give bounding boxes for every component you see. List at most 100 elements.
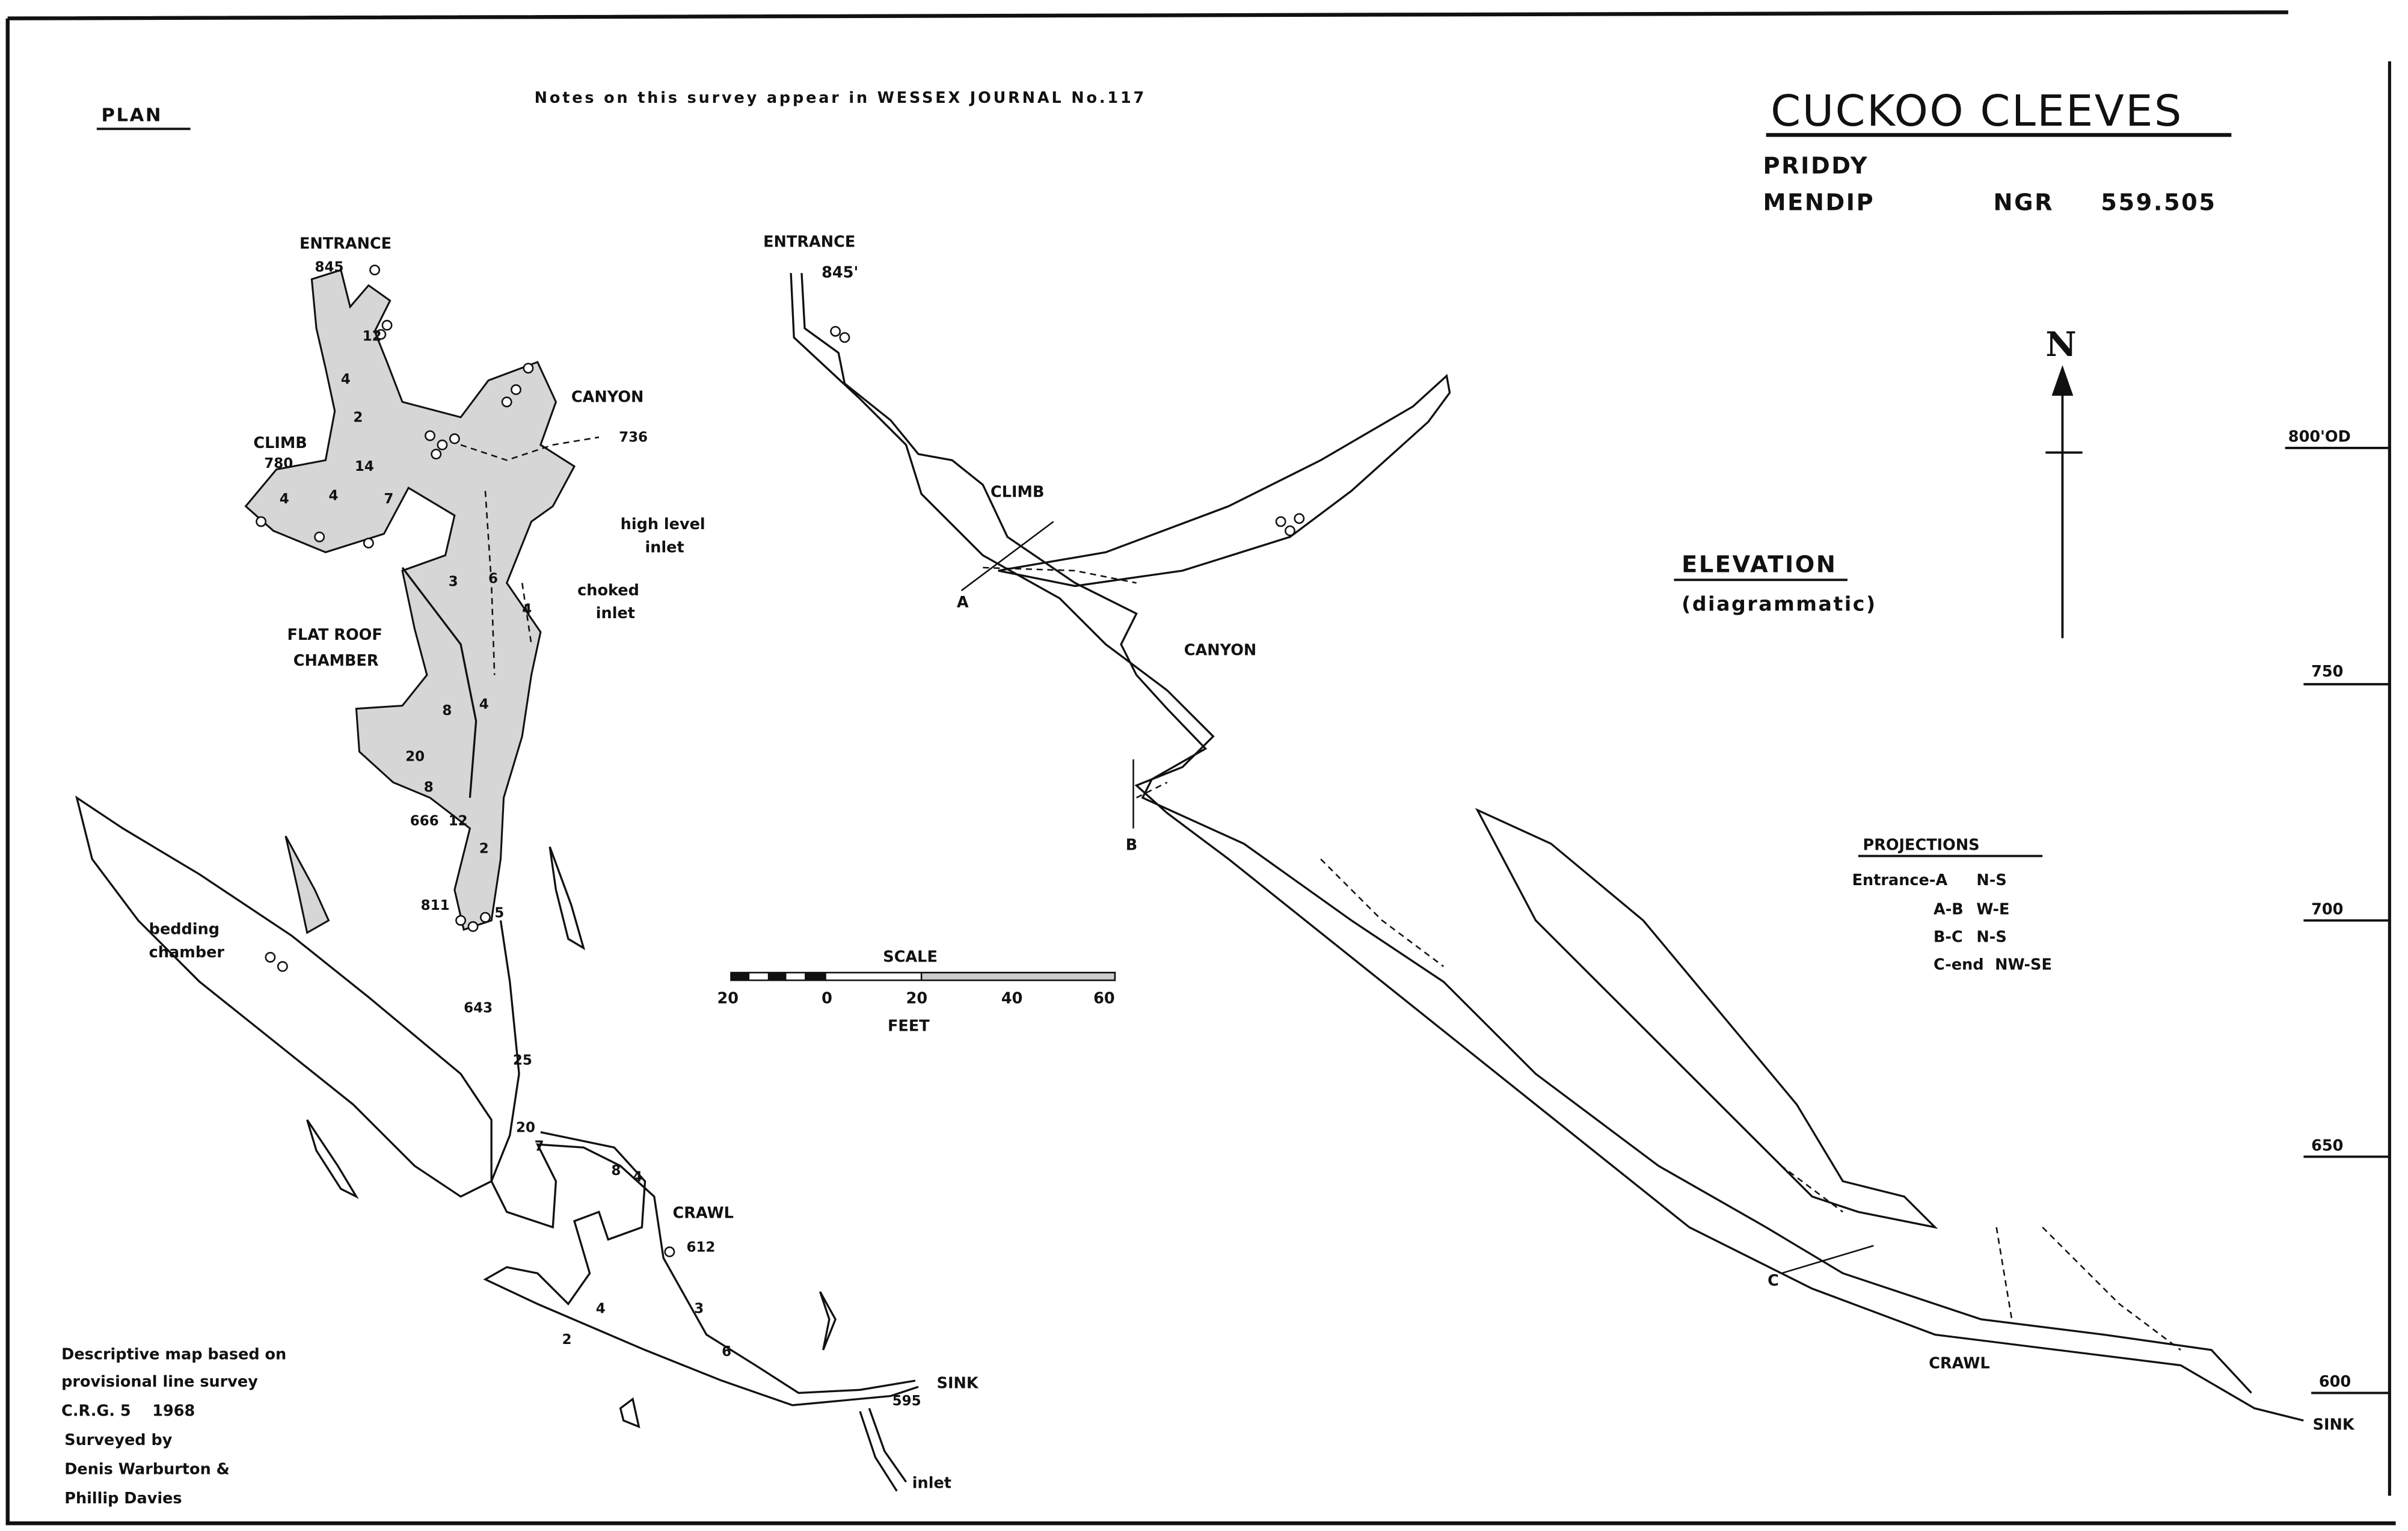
elevation-canyon-label: CANYON bbox=[1184, 641, 1257, 659]
credit-line: Phillip Davies bbox=[64, 1490, 182, 1508]
choked-inlet-label: choked bbox=[577, 581, 639, 600]
parish: PRIDDY bbox=[1763, 152, 1869, 179]
survey-notes: Notes on this survey appear in WESSEX JO… bbox=[535, 89, 1147, 107]
section-point-b: B bbox=[1126, 836, 1137, 854]
projections-heading: PROJECTIONS bbox=[1863, 836, 1979, 854]
slope-value: 3 bbox=[694, 1301, 704, 1317]
slope-value: 8 bbox=[611, 1163, 621, 1179]
slope-value: 2 bbox=[562, 1332, 572, 1348]
slope-value: 8 bbox=[424, 779, 434, 795]
flat-roof-chamber-label: CHAMBER bbox=[293, 652, 379, 670]
scale-tick: 20 bbox=[717, 989, 739, 1007]
map-border bbox=[5, 10, 2396, 1526]
elevation-heading: ELEVATION bbox=[1682, 551, 1837, 578]
altitude: 780 bbox=[264, 456, 293, 471]
scale-tick: 20 bbox=[906, 989, 928, 1007]
altitude: 845' bbox=[822, 264, 858, 282]
bedding-chamber-label: bedding bbox=[149, 921, 220, 939]
projections-legend: PROJECTIONS Entrance-A N-S A-B W-E B-C N… bbox=[1852, 836, 2052, 974]
altitude: 845 bbox=[315, 260, 343, 275]
credit-line: Surveyed by bbox=[64, 1431, 172, 1449]
section-point-a: A bbox=[957, 594, 969, 612]
scale-unit: FEET bbox=[888, 1017, 930, 1035]
slope-value: 4 bbox=[522, 601, 532, 617]
credit-line: Denis Warburton & bbox=[64, 1461, 230, 1479]
elevation-subheading: (diagrammatic) bbox=[1682, 592, 1877, 615]
projection-section: A-B bbox=[1933, 900, 1964, 918]
slope-value: 4 bbox=[280, 491, 289, 507]
slope-value: 4 bbox=[328, 488, 338, 504]
slope-value: 2 bbox=[353, 410, 363, 426]
slope-value: 20 bbox=[516, 1120, 535, 1136]
altitude: 612 bbox=[686, 1240, 715, 1256]
boulders bbox=[256, 265, 675, 1257]
area: MENDIP bbox=[1763, 189, 1875, 216]
plan-sink-label: SINK bbox=[937, 1375, 979, 1393]
credit-line: C.R.G. 5 1968 bbox=[61, 1402, 195, 1420]
height-800: 800'OD bbox=[2288, 428, 2351, 446]
elevation-survey: ENTRANCE 845' CLIMB A CANYON B C CRAWL S… bbox=[763, 233, 2355, 1434]
slope-value: 4 bbox=[479, 697, 489, 713]
slope-value: 3 bbox=[449, 574, 458, 590]
elevation-entrance-label: ENTRANCE bbox=[763, 233, 855, 251]
height-700: 700 bbox=[2311, 900, 2343, 918]
altitude: 666 bbox=[410, 814, 439, 829]
ngr-label: NGR bbox=[1994, 189, 2054, 216]
plan-heading: PLAN bbox=[102, 105, 163, 126]
bedding-chamber-label: chamber bbox=[149, 943, 225, 962]
scale-title: SCALE bbox=[883, 948, 938, 966]
slope-value: 12 bbox=[449, 814, 468, 829]
slope-value: 6 bbox=[722, 1344, 731, 1360]
flat-roof-chamber-label: FLAT ROOF bbox=[287, 626, 382, 644]
projection-direction: W-E bbox=[1976, 900, 2009, 918]
height-750: 750 bbox=[2311, 663, 2343, 681]
slope-value: 4 bbox=[341, 372, 351, 387]
projection-direction: N-S bbox=[1976, 928, 2006, 946]
slope-value: 25 bbox=[513, 1052, 532, 1068]
slope-value: 14 bbox=[355, 459, 374, 474]
slope-value: 4 bbox=[633, 1169, 642, 1185]
slope-value: 6 bbox=[488, 571, 498, 586]
height-650: 650 bbox=[2311, 1137, 2343, 1155]
high-level-inlet-label: inlet bbox=[645, 538, 684, 556]
plan-entrance-label: ENTRANCE bbox=[299, 235, 392, 253]
height-scale: 800'OD 750 700 650 600 bbox=[2285, 428, 2390, 1394]
plan-canyon-label: CANYON bbox=[571, 388, 644, 406]
height-600: 600 bbox=[2319, 1373, 2351, 1391]
slope-value: 12 bbox=[363, 328, 382, 344]
slope-value: 7 bbox=[535, 1138, 544, 1154]
plan-survey: 4 12 2 14 4 4 7 3 6 4 8 4 20 8 12 2 5 25… bbox=[75, 235, 979, 1493]
scale-tick: 0 bbox=[822, 989, 832, 1007]
slope-value: 4 bbox=[596, 1301, 606, 1317]
projection-direction: NW-SE bbox=[1995, 956, 2052, 974]
altitude: 811 bbox=[421, 898, 450, 913]
scale-tick: 40 bbox=[1001, 989, 1023, 1007]
elevation-sink-label: SINK bbox=[2313, 1416, 2355, 1434]
altitude: 643 bbox=[464, 1001, 493, 1016]
scale-tick: 60 bbox=[1093, 989, 1115, 1007]
slope-value: 5 bbox=[494, 906, 504, 921]
survey-credits: Descriptive map based on provisional lin… bbox=[61, 1345, 286, 1508]
credit-line: provisional line survey bbox=[61, 1373, 258, 1391]
plan-inlet-label: inlet bbox=[912, 1474, 951, 1493]
elevation-crawl-label: CRAWL bbox=[1929, 1355, 1989, 1373]
slope-value: 8 bbox=[442, 703, 452, 719]
choked-inlet-label: inlet bbox=[596, 604, 635, 622]
plan-crawl-label: CRAWL bbox=[672, 1204, 733, 1223]
slope-value: 7 bbox=[384, 491, 393, 507]
section-point-c: C bbox=[1768, 1272, 1779, 1290]
plan-climb-label: CLIMB bbox=[253, 434, 307, 452]
altitude: 736 bbox=[619, 430, 648, 446]
slope-value: 2 bbox=[479, 841, 489, 856]
projection-section: C-end bbox=[1933, 956, 1984, 974]
ngr-value: 559.505 bbox=[2101, 189, 2216, 216]
north-label: N bbox=[2045, 325, 2076, 364]
projection-direction: N-S bbox=[1976, 871, 2006, 889]
scale-bar: SCALE 20 0 20 40 60 FEET bbox=[717, 948, 1116, 1035]
high-level-inlet-label: high level bbox=[621, 515, 705, 533]
north-arrow-icon: N bbox=[2045, 325, 2083, 639]
projection-section: B-C bbox=[1933, 928, 1963, 946]
projection-section: Entrance-A bbox=[1852, 871, 1948, 889]
survey-title: CUCKOO CLEEVES bbox=[1771, 86, 2183, 136]
